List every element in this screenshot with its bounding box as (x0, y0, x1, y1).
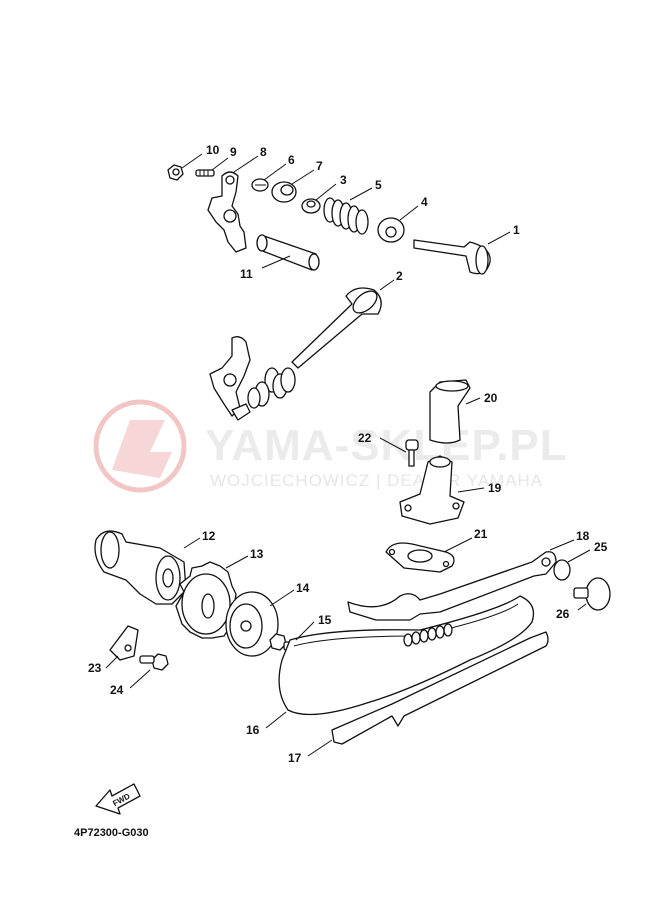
part-3-seal[interactable] (301, 198, 321, 214)
part-22-bolt[interactable] (405, 439, 419, 467)
label-21: 21 (474, 527, 488, 541)
label-22: 22 (358, 431, 372, 445)
label-1: 1 (513, 223, 520, 237)
label-18: 18 (576, 529, 590, 543)
watermark-logo-icon (93, 399, 187, 493)
part-21-gasket[interactable] (385, 542, 455, 573)
part-11-rocker-shaft[interactable] (256, 234, 320, 271)
label-19: 19 (488, 481, 502, 495)
part-labels: 10 9 8 6 7 3 5 4 1 11 2 20 22 19 12 13 1… (88, 143, 608, 765)
label-6: 6 (288, 153, 295, 167)
watermark-brand: YAMA-SKLEP.PL (205, 421, 568, 470)
part-12-camshaft[interactable] (94, 530, 187, 605)
label-24: 24 (110, 683, 124, 697)
part-7-retainer[interactable] (271, 181, 297, 203)
part-14-plate[interactable] (225, 591, 279, 657)
watermark-dealer: WOJCIECHOWICZ | DEALER YAMAHA (210, 471, 543, 490)
label-4: 4 (421, 195, 428, 209)
part-26-bolt[interactable] (573, 577, 611, 611)
label-8: 8 (260, 145, 267, 159)
part-17-chain-guide[interactable] (331, 631, 549, 745)
part-1-intake-valve[interactable] (413, 239, 491, 275)
label-26: 26 (556, 607, 570, 621)
label-25: 25 (594, 540, 608, 554)
part-16-cam-chain[interactable] (278, 595, 535, 716)
part-13-cam-sprocket[interactable] (175, 561, 237, 639)
part-10-nut[interactable] (167, 164, 184, 181)
diagram-code: 4P72300-G030 (74, 827, 149, 839)
label-13: 13 (250, 547, 264, 561)
label-15: 15 (318, 613, 332, 627)
label-10: 10 (206, 143, 220, 157)
watermark: YAMA-SKLEP.PL WOJCIECHOWICZ | DEALER YAM… (93, 399, 568, 493)
part-5-spring[interactable] (323, 197, 369, 235)
part-24-bolt[interactable] (139, 653, 169, 671)
label-16: 16 (246, 723, 260, 737)
label-3: 3 (340, 173, 347, 187)
part-23-lock-plate[interactable] (109, 625, 139, 661)
part-18-tensioner-guide[interactable] (347, 551, 557, 621)
label-12: 12 (202, 529, 216, 543)
label-5: 5 (375, 178, 382, 192)
fwd-arrow-icon: FWD (95, 783, 141, 815)
leader-lines (105, 153, 591, 757)
part-20-guide-pipe[interactable] (429, 379, 471, 444)
label-11: 11 (240, 267, 253, 281)
label-17: 17 (288, 751, 302, 765)
label-9: 9 (230, 145, 237, 159)
exhaust-rocker-assembly (209, 336, 296, 421)
label-23: 23 (88, 661, 102, 675)
part-6-clip[interactable] (251, 178, 269, 192)
part-19-tensioner-body[interactable] (399, 455, 465, 525)
chain-links (403, 623, 453, 647)
part-25-o-ring[interactable] (553, 559, 571, 581)
label-20: 20 (484, 391, 498, 405)
part-2-exhaust-valve[interactable] (291, 287, 382, 369)
part-8-rocker-arm[interactable] (207, 171, 247, 253)
label-14: 14 (296, 581, 310, 595)
part-4-spring-seat[interactable] (377, 217, 405, 243)
label-7: 7 (316, 159, 323, 173)
label-2: 2 (396, 269, 403, 283)
part-9-adjusting-screw[interactable] (195, 169, 215, 177)
